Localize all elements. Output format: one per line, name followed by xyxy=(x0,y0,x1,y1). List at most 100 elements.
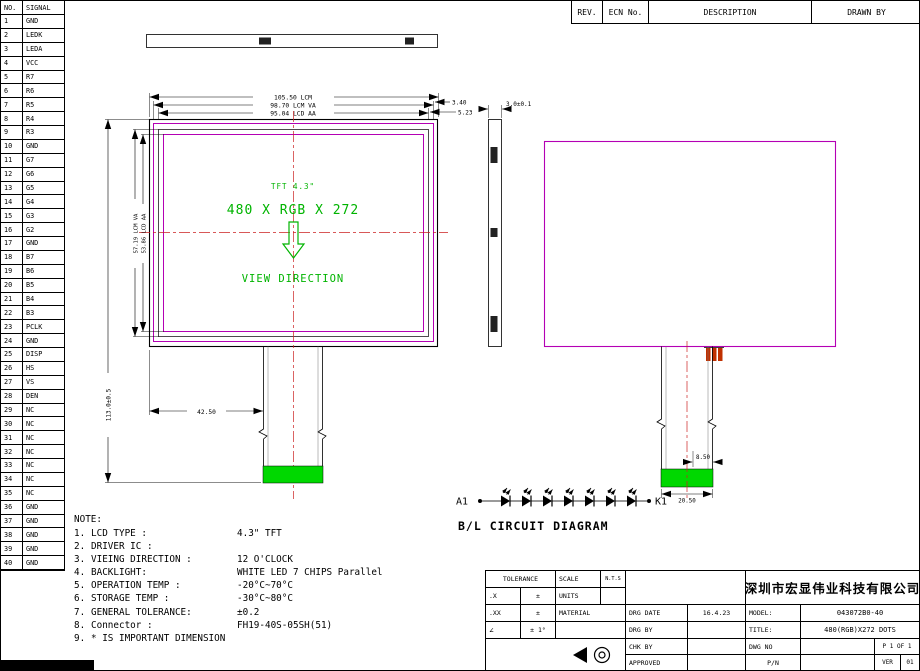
ver-value: 01 xyxy=(901,655,919,670)
note-item: 2. DRIVER IC : xyxy=(74,540,383,553)
drg-date-value: 16.4.23 xyxy=(688,605,746,622)
dim-left-total: 113.0±0.5 xyxy=(106,388,113,421)
pin-signal: NC xyxy=(23,487,64,501)
pin-number: 33 xyxy=(1,459,23,473)
note-label: Connector : xyxy=(91,619,153,631)
note-label: OPERATION TEMP : xyxy=(91,580,181,592)
pin-signal: GND xyxy=(23,334,64,348)
pin-signal: DEN xyxy=(23,390,64,404)
pin-number: 29 xyxy=(1,403,23,418)
pn-label: P/N xyxy=(746,655,801,670)
note-label: BACKLIGHT: xyxy=(91,567,147,579)
ver-label: VER xyxy=(875,655,901,670)
dim-tail-offset: 42.50 xyxy=(197,409,216,416)
dim-right-aa: 5.23 xyxy=(458,110,473,117)
pin-signal: G6 xyxy=(23,168,64,182)
pin-number: 31 xyxy=(1,431,23,446)
note-number: 2. xyxy=(74,541,86,553)
mounting-tab xyxy=(405,37,414,45)
pin-number: 7 xyxy=(1,98,23,113)
approved-label: APPROVED xyxy=(626,655,688,670)
pin-table-header-no: NO. xyxy=(1,1,23,15)
note-item: 6. STORAGE TEMP : -30°C~80°C xyxy=(74,592,383,605)
pin-signal: GND xyxy=(23,501,64,515)
note-number: 3. xyxy=(74,554,86,566)
pin-signal: G3 xyxy=(23,209,64,224)
pin-signal: VS xyxy=(23,376,64,390)
projection-symbol-cell xyxy=(486,639,626,670)
dwg-no-value xyxy=(801,639,875,655)
note-number: 4. xyxy=(74,567,86,579)
pin-number: 21 xyxy=(1,292,23,307)
notes-title: NOTE: xyxy=(74,514,102,525)
pin-signal: B3 xyxy=(23,306,64,321)
pin-signal: G5 xyxy=(23,182,64,196)
tolerance-header: TOLERANCE xyxy=(486,571,556,588)
pin-number: 32 xyxy=(1,445,23,459)
units-value xyxy=(601,588,626,605)
ecn-no-header: ECN No. xyxy=(603,1,649,23)
pin-number: 2 xyxy=(1,28,23,43)
dim-width-lcm: 105.50 LCM xyxy=(274,95,312,102)
dim-width-va: 98.70 LCM VA xyxy=(270,103,316,110)
note-item: 8. Connector : FH19-40S-05SH(51) xyxy=(74,619,383,632)
pin-number: 26 xyxy=(1,361,23,376)
pin-signal: B4 xyxy=(23,293,64,307)
note-number: 5. xyxy=(74,580,86,592)
pin-number: 8 xyxy=(1,112,23,126)
pin-number: 13 xyxy=(1,181,23,196)
title-block: TOLERANCE SCALE N.T.S .X ± UNITS .XX ± M… xyxy=(485,570,919,670)
pin-number: 22 xyxy=(1,306,23,321)
fpc-contact-end xyxy=(262,465,324,484)
tol-x-pm: ± xyxy=(521,588,556,605)
note-item: 5. OPERATION TEMP : -20°C~70°C xyxy=(74,579,383,592)
pin-signal: PCLK xyxy=(23,320,64,335)
pin-signal: R5 xyxy=(23,98,64,113)
front-view: TFT 4.3" 480 X RGB X 272 VIEW DIRECTION xyxy=(139,111,448,499)
note-number: 7. xyxy=(74,606,86,618)
note-label: * IS IMPORTANT DIMENSION xyxy=(91,632,226,644)
note-value: FH19-40S-05SH(51) xyxy=(237,619,333,631)
pin-number: 30 xyxy=(1,417,23,432)
pin-signal: B5 xyxy=(23,279,64,293)
dim-tail-end: 20.50 xyxy=(678,499,696,505)
pin-number: 14 xyxy=(1,195,23,210)
fpc-tail-front: 42.50 xyxy=(149,346,327,484)
bl-circuit-diagram: A1 K1 B/L CIRCUIT DIAGRAM xyxy=(456,487,667,533)
note-label: DRIVER IC : xyxy=(91,541,153,553)
note-item: 4. BACKLIGHT: WHITE LED 7 CHIPS Parallel xyxy=(74,566,383,579)
pin-signal: G2 xyxy=(23,223,64,237)
pin-number: 10 xyxy=(1,139,23,154)
chk-by-label: CHK BY xyxy=(626,639,688,655)
dwg-no-label: DWG NO xyxy=(746,639,801,655)
top-edge-view xyxy=(146,34,438,48)
tol-x-label: .X xyxy=(486,588,521,605)
pin-signal: G7 xyxy=(23,154,64,168)
led-chain xyxy=(495,487,642,507)
third-angle-projection-icon xyxy=(573,646,611,663)
pin-number: 39 xyxy=(1,542,23,557)
pin-number: 34 xyxy=(1,472,23,487)
pin-number: 3 xyxy=(1,42,23,57)
tol-xx-pm: ± xyxy=(521,605,556,622)
material-label: MATERIAL xyxy=(556,605,626,622)
pin-number: 36 xyxy=(1,500,23,515)
pin-signal: R6 xyxy=(23,84,64,99)
pin-signal: LEDA xyxy=(23,43,64,57)
pin-signal: DISP xyxy=(23,348,64,362)
drawn-by-header: DRAWN BY xyxy=(847,7,886,17)
pin-signal: NC xyxy=(23,445,64,459)
corner-bar xyxy=(1,660,94,670)
model-label: MODEL: xyxy=(746,605,801,622)
tol-xx-label: .XX xyxy=(486,605,521,622)
mounting-tab xyxy=(259,37,271,45)
scale-value: N.T.S xyxy=(601,571,626,588)
pin-signal: GND xyxy=(23,15,64,29)
pin-number: 11 xyxy=(1,153,23,168)
pin-number: 24 xyxy=(1,334,23,348)
pin-signal: R4 xyxy=(23,112,64,126)
pin-number: 9 xyxy=(1,126,23,140)
pin-number: 25 xyxy=(1,348,23,362)
note-value: ±0.2 xyxy=(237,606,260,618)
